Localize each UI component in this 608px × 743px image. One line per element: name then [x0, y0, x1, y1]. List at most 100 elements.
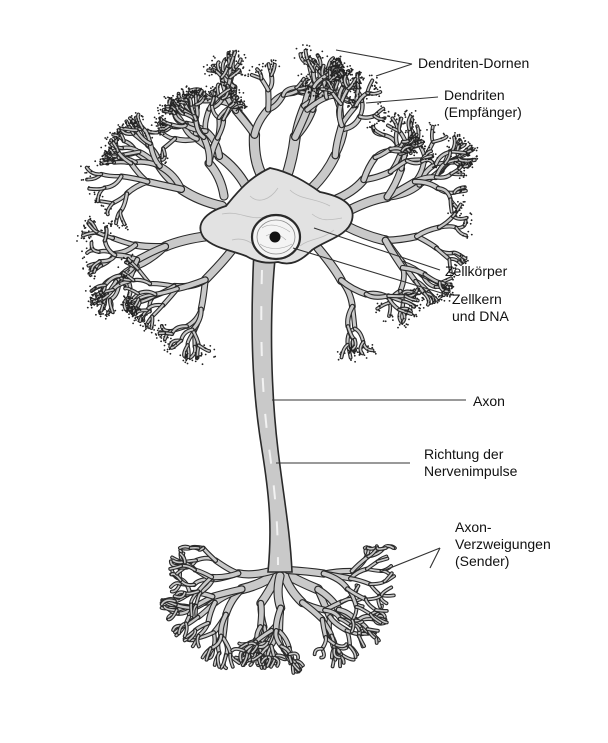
spine-dot [375, 94, 378, 96]
spine-dot [195, 88, 198, 90]
spine-dot [338, 76, 341, 78]
branch-fill [383, 572, 393, 583]
cell-body-texture [221, 187, 343, 253]
label-dendritic-spines: Dendriten-Dornen [418, 55, 529, 72]
spine-dot [93, 220, 95, 222]
spine-dot [242, 67, 244, 70]
spine-dot [470, 213, 473, 216]
spine-dot [208, 98, 211, 100]
spine-dot [408, 148, 411, 150]
spine-dot [295, 47, 298, 50]
spine-dot [178, 108, 180, 110]
spine-dot [411, 307, 413, 309]
spine-dot [133, 116, 136, 119]
spine-dot [417, 145, 420, 148]
spine-dot [148, 327, 150, 330]
branch-fill [169, 123, 187, 128]
branch-fill [137, 113, 144, 129]
spine-dot [410, 120, 413, 123]
spine-dot [376, 122, 378, 125]
spine-dot [378, 309, 381, 312]
spine-dot [120, 273, 123, 275]
spine-dot [81, 250, 83, 253]
spine-dot [121, 220, 123, 223]
spine-dot [131, 118, 134, 121]
spine-dot [447, 139, 450, 142]
spine-dot [366, 126, 369, 129]
spine-dot [336, 87, 339, 89]
spine-dot [313, 63, 316, 66]
spine-dot [108, 312, 111, 315]
spine-dot [331, 72, 333, 75]
spine-dot [83, 256, 86, 259]
spine-dot [448, 287, 451, 290]
spine-dot [389, 314, 391, 316]
branch-fill [85, 166, 102, 176]
spine-dot [449, 294, 451, 297]
spine-dot [136, 306, 139, 309]
branch-fill [328, 615, 349, 633]
spine-dot [213, 65, 215, 67]
spine-dot [332, 60, 335, 63]
spine-dot [231, 97, 233, 99]
spine-dot [134, 309, 137, 311]
spine-dot [450, 155, 452, 158]
spine-dot [89, 217, 92, 220]
spine-dot [459, 253, 462, 255]
spine-dot [337, 67, 339, 69]
spine-dot [354, 360, 356, 363]
spine-dot [164, 117, 167, 120]
spine-dot [314, 99, 317, 102]
spine-dot [209, 94, 212, 96]
spine-dot [167, 101, 169, 103]
spine-dot [419, 307, 421, 310]
spine-dot [128, 316, 131, 319]
spine-dot [407, 141, 410, 144]
spine-dot [325, 88, 327, 90]
spine-dot [163, 344, 166, 347]
spine-dot [210, 87, 212, 90]
spine-dot [475, 149, 478, 152]
branch-fill [364, 292, 390, 299]
spine-dot [178, 104, 181, 106]
spine-dot [234, 70, 237, 73]
spine-dot [419, 129, 422, 132]
spine-dot [96, 297, 99, 300]
spine-dot [181, 88, 184, 91]
spine-dot [105, 310, 108, 312]
spine-dot [99, 303, 101, 306]
spine-dot [352, 98, 355, 101]
branch-fill [173, 592, 186, 598]
spine-dot [414, 110, 417, 112]
spine-dot [462, 201, 465, 203]
spine-dot [186, 352, 189, 355]
spine-dot [271, 65, 274, 68]
spine-dot [440, 294, 443, 296]
spine-dot [309, 95, 312, 98]
spine-dot [158, 112, 160, 115]
spine-dot [86, 177, 88, 180]
spine-dot [150, 331, 153, 334]
spine-dot [241, 106, 244, 109]
spine-dot [175, 343, 178, 345]
spine-dot [129, 116, 132, 119]
spine-dot [185, 359, 188, 362]
spine-dot [116, 218, 118, 220]
spine-dot [158, 334, 160, 336]
branch-fill [382, 237, 406, 271]
spine-dot [447, 212, 449, 215]
branch-fill [421, 159, 434, 164]
spine-dot [99, 194, 101, 197]
spine-dot [462, 234, 465, 237]
spine-dot [344, 72, 347, 74]
spine-dot [442, 287, 444, 289]
spine-dot [410, 112, 413, 114]
spine-dot [445, 284, 448, 287]
spine-dot [103, 231, 106, 234]
spine-dot [118, 131, 121, 134]
spine-dot [359, 77, 362, 79]
branch-fill [201, 135, 212, 166]
spine-dot [476, 155, 478, 158]
spine-dot [160, 334, 163, 337]
spine-dot [434, 165, 436, 168]
